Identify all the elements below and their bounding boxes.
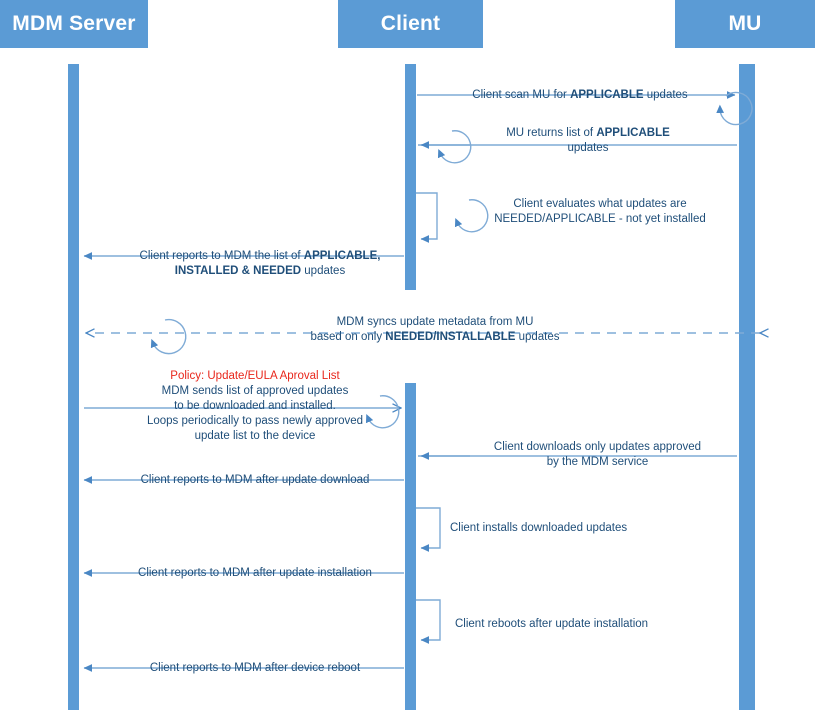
lifeline-mu [739, 64, 755, 710]
self-loop-mdm-syncs [150, 318, 187, 355]
message-label-client-installs: Client installs downloaded updates [450, 522, 628, 534]
activation-hook-client-reboots [416, 599, 441, 644]
activation-hook-client-installs [416, 507, 441, 552]
message-label-client-reports-list: Client reports to MDM the list of APPLIC… [139, 250, 381, 277]
lifeline-mdm-server [68, 64, 79, 710]
actor-label-client: Client [380, 12, 441, 35]
message-label-policy-heading: Policy: Update/EULA Aproval List [170, 370, 340, 382]
activation-hook-client-evaluates [416, 192, 438, 243]
actor-header-mdm-server[interactable]: MDM Server [0, 0, 148, 48]
actor-label-mdm-server: MDM Server [12, 12, 136, 35]
message-label-client-reboots: Client reboots after update installation [455, 618, 649, 630]
self-loop-client-returns [437, 130, 472, 164]
lifeline-client-lower [405, 383, 416, 710]
actor-label-mu: MU [728, 12, 762, 35]
message-label-report-after-download: Client reports to MDM after update downl… [140, 474, 370, 486]
actor-header-mu[interactable]: MU [675, 0, 815, 48]
lifeline-client-upper [405, 64, 416, 290]
actor-header-client[interactable]: Client [338, 0, 483, 48]
message-label-report-after-install: Client reports to MDM after update insta… [138, 567, 372, 579]
message-label-report-after-reboot: Client reports to MDM after device reboo… [149, 662, 361, 674]
message-label-client-scan-mu: Client scan MU for APPLICABLE updates [472, 89, 688, 101]
